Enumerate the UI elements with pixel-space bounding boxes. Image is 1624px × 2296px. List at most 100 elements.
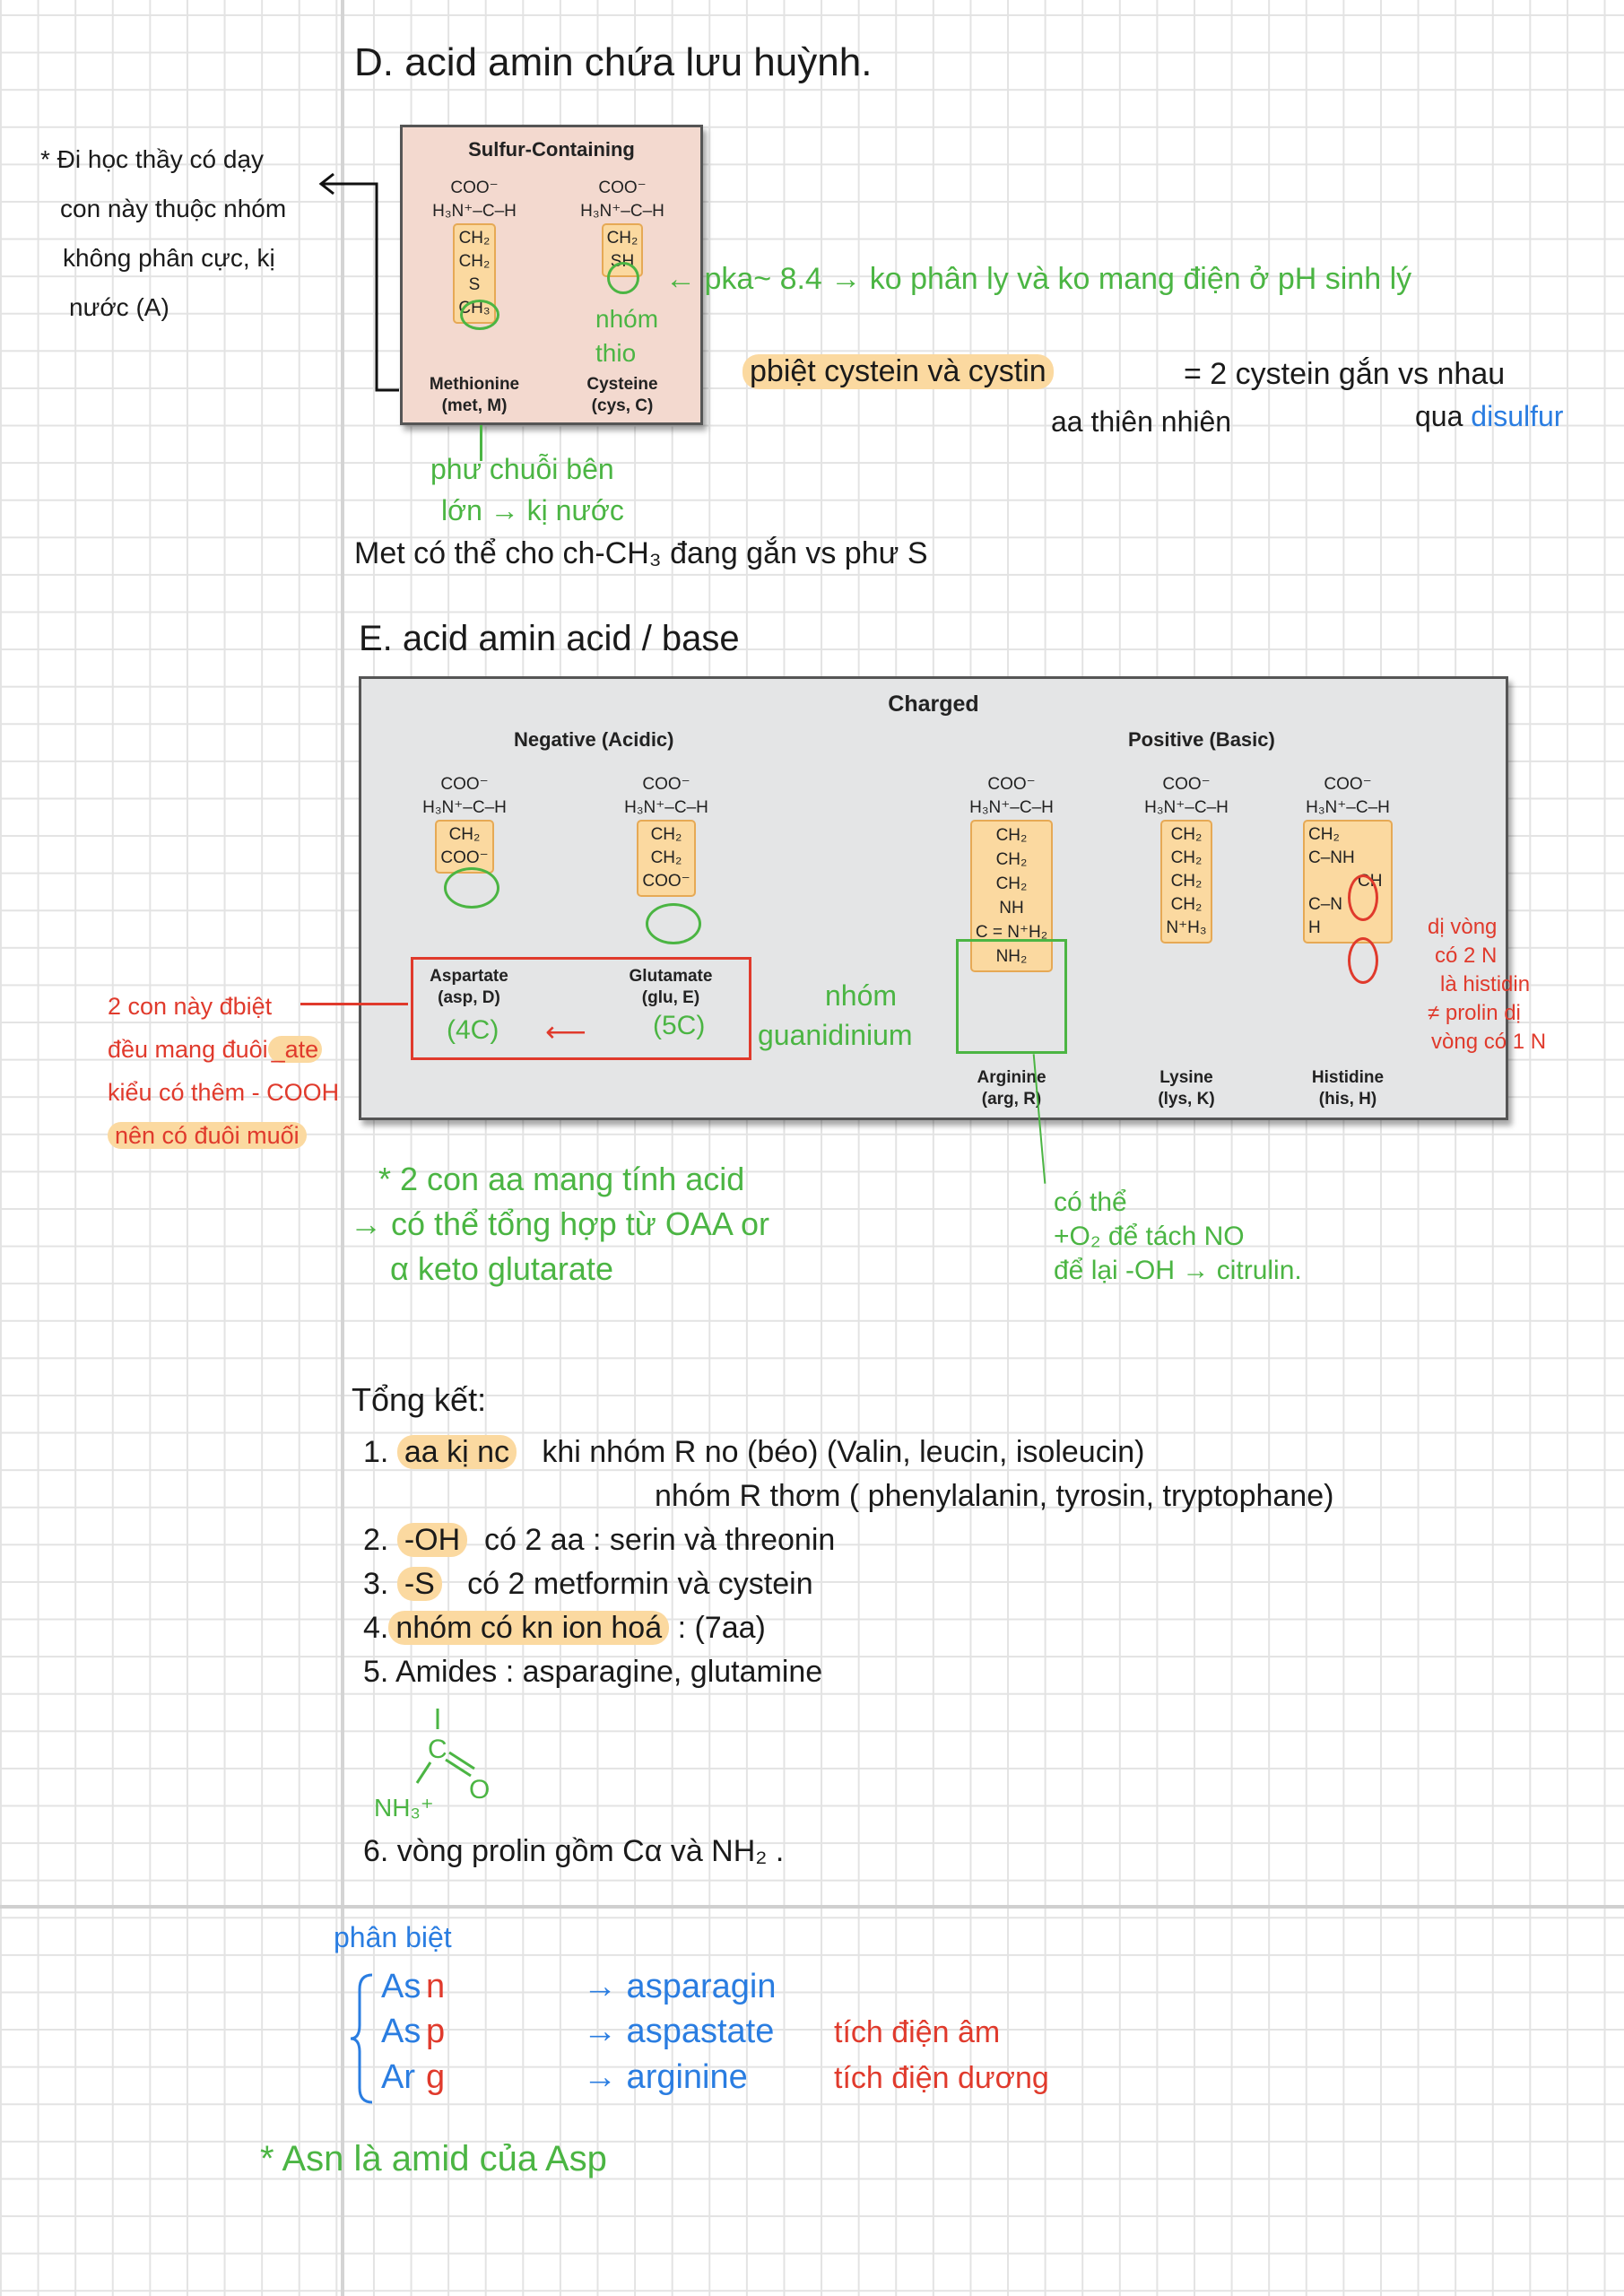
asn-footnote: * Asn là amid của Asp [260, 2139, 607, 2179]
asp-carbons: (4C) [447, 1015, 499, 1045]
num: 3. [363, 1567, 389, 1601]
abbr: (arg, R) [981, 1090, 1042, 1109]
text: nhóm R thơm ( phenylalanin, tyrosin, try… [655, 1479, 1334, 1513]
coo: COO⁻ [642, 775, 690, 794]
arrow-left: ⟵ [545, 1015, 586, 1048]
pbiet-highlight: pbiệt cystein và cystin [743, 354, 1054, 389]
pointer-line [480, 425, 482, 461]
carboxyl-circle [444, 867, 499, 909]
prefix: As [381, 1968, 421, 2005]
disulfur-note: qua disulfur [1415, 400, 1563, 433]
note-line: con này thuộc nhóm [60, 195, 287, 222]
group: CH₂ [995, 826, 1028, 845]
summary-item: 4.nhóm có kn ion hoá : (7aa) [363, 1606, 1333, 1650]
carboxyl-circle [646, 903, 701, 944]
brace-icon [350, 1973, 373, 2104]
summary-item: 5. Amides : asparagine, glutamine [363, 1650, 1333, 1694]
prefix: As [381, 2013, 421, 2050]
name: Histidine [1311, 1068, 1385, 1087]
abbr: (his, H) [1318, 1090, 1377, 1109]
name: Cysteine [586, 375, 658, 394]
alpha-carbon: H₃N⁺–C–H [422, 798, 507, 817]
glu-carbons: (5C) [653, 1011, 706, 1040]
note-line: lớn → kị nước [441, 494, 624, 526]
negative-heading: Negative (Acidic) [514, 728, 674, 751]
page-divider [0, 1905, 1624, 1909]
note-line: dị vòng [1428, 915, 1498, 939]
note-line: guanidinium [758, 1019, 913, 1051]
text: : (7aa) [677, 1611, 766, 1645]
guanidinium-box [956, 939, 1067, 1054]
group: CH₂ [458, 229, 491, 248]
note-line: là histidin [1440, 972, 1531, 996]
cysteine-label: Cysteine(cys, C) [569, 374, 676, 417]
note-line: * Đi học thầy có dạy [40, 145, 265, 173]
disulfur: disulfur [1471, 400, 1564, 432]
group: CH₂ [458, 252, 491, 271]
amide-o: O [469, 1775, 490, 1805]
group: CH₂ [650, 825, 682, 844]
suffix: p [426, 2013, 446, 2050]
figure-title: Sulfur-Containing [468, 138, 635, 161]
note-line: có 2 N [1435, 944, 1498, 968]
suffix: g [426, 2058, 446, 2096]
acidic-box [411, 957, 751, 1060]
coo: COO⁻ [1162, 775, 1211, 794]
natural-aa-note: aa thiên nhiên [1051, 405, 1232, 438]
group: C–NH [1308, 848, 1355, 867]
nitrogen-circle [1348, 937, 1378, 984]
alpha-carbon: H₃N⁺–C–H [1306, 798, 1390, 817]
note-line: nước (A) [69, 293, 169, 321]
amide-n: NH₃⁺ [374, 1794, 434, 1821]
summary-item: 2. -OH có 2 aa : serin và threonin [363, 1518, 1333, 1562]
note-line: phư chuỗi bên [430, 453, 614, 485]
suffix: n [426, 1968, 446, 2005]
summary-title: Tổng kết: [352, 1381, 487, 1418]
group: CH₂ [1170, 872, 1203, 891]
group: CH₂ [1170, 895, 1203, 914]
text: có 2 aa : serin và threonin [484, 1523, 836, 1557]
note-line: có thể [1054, 1187, 1127, 1217]
abbr: (lys, K) [1158, 1090, 1215, 1109]
summary-list: 1. aa kị nc khi nhóm R no (béo) (Valin, … [363, 1431, 1333, 1694]
note-line: vòng có 1 N [1431, 1030, 1547, 1054]
text: khi nhóm R no (béo) (Valin, leucin, isol… [542, 1435, 1145, 1469]
num: 1. [363, 1435, 389, 1469]
charge: tích điện dương [834, 2061, 1049, 2095]
coo: COO⁻ [987, 775, 1036, 794]
aspartate-label: Aspartate(asp, D) [415, 966, 523, 1009]
coo: COO⁻ [440, 775, 489, 794]
group: CH₂ [995, 850, 1028, 869]
highlight: nhóm có kn ion hoá [388, 1611, 670, 1645]
group: C–N [1308, 895, 1343, 914]
methionine-label: Methionine(met, M) [416, 374, 533, 417]
note-line: 2 con này đbiệt [108, 993, 273, 1020]
name: Arginine [977, 1068, 1046, 1087]
section-d-title: D. acid amin chứa lưu huỳnh. [354, 40, 873, 84]
thio-note: nhóm thio [595, 302, 658, 370]
note-line: đều mang đuôi [108, 1036, 268, 1063]
group: COO⁻ [440, 848, 489, 867]
full-name: → aspastate [583, 2013, 775, 2050]
note-line: nhóm [825, 979, 898, 1012]
prefix: Ar [381, 2058, 415, 2096]
note-line: không phân cực, kị [63, 244, 275, 272]
num: 5. [363, 1655, 389, 1689]
full-name: → arginine [583, 2058, 748, 2096]
group: CH₂ [1170, 848, 1203, 867]
alpha-carbon: H₃N⁺–C–H [580, 202, 664, 221]
group: C = N⁺H₂ [975, 923, 1048, 942]
name: Glutamate [629, 967, 713, 986]
qua: qua [1415, 400, 1463, 432]
